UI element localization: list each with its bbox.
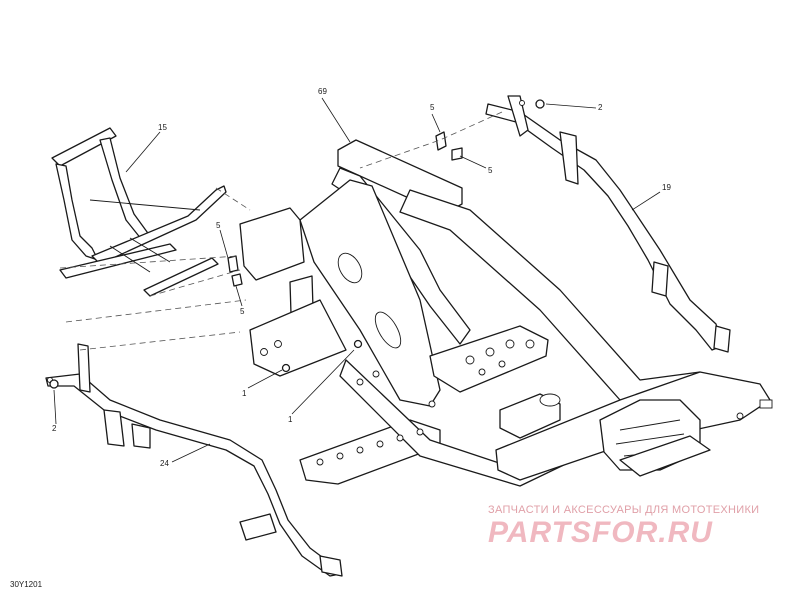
leader-lines — [53, 97, 661, 463]
callout-5-left: 5 — [216, 221, 221, 230]
callout-2-left: 2 — [52, 424, 57, 433]
callout-5-lower: 5 — [240, 307, 245, 316]
callout-1-left: 1 — [242, 389, 247, 398]
part-15-front-guard — [51, 127, 227, 297]
callout-1-center: 1 — [288, 415, 293, 424]
callout-2-top: 2 — [598, 103, 603, 112]
watermark-tagline: ЗАПЧАСТИ И АКСЕССУАРЫ ДЛЯ МОТОТЕХНИКИ — [488, 504, 760, 516]
part-24-left-rail — [45, 343, 343, 577]
figure-code: 30Y1201 — [10, 580, 43, 589]
part-2-bolts — [49, 99, 545, 389]
callout-5-top: 5 — [430, 103, 435, 112]
callout-5-right: 5 — [488, 166, 493, 175]
part-69-main-frame — [239, 139, 773, 487]
watermark-logo: PARTSFOR.RU — [488, 516, 713, 549]
callout-15: 15 — [158, 123, 167, 132]
callout-labels: 69 15 19 24 5 5 5 5 2 2 1 1 — [52, 87, 671, 468]
callout-19: 19 — [662, 183, 671, 192]
callout-69: 69 — [318, 87, 327, 96]
part-19-right-rail — [485, 95, 731, 353]
callout-24: 24 — [160, 459, 169, 468]
assembly-lines — [59, 111, 503, 351]
part-1-bolts — [281, 339, 363, 373]
